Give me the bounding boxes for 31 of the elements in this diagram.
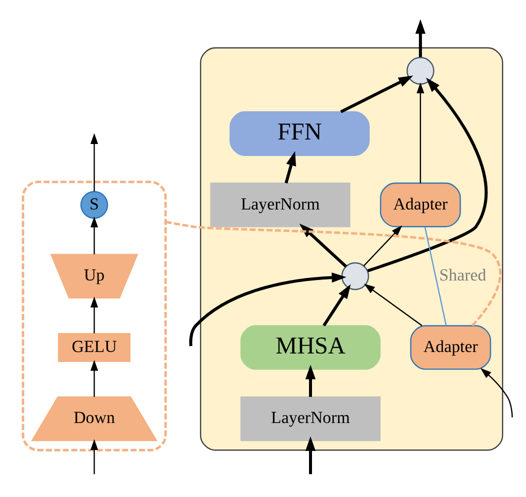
connector (165, 220, 502, 326)
arrow (90, 438, 98, 474)
edge-label: Shared (439, 265, 486, 284)
arrow (90, 132, 98, 191)
arrow (415, 18, 426, 57)
arrow (305, 364, 316, 396)
arrow (340, 75, 414, 113)
node-box: LayerNorm (210, 182, 350, 227)
node-box: LayerNorm (240, 396, 381, 441)
arrow (90, 359, 98, 396)
node-circle (341, 262, 370, 290)
node-box: FFN (230, 110, 370, 156)
arrow (299, 223, 348, 268)
node-box: Adapter (380, 182, 461, 227)
node-circle: S (80, 190, 108, 218)
arrow (364, 283, 422, 326)
arrow (322, 284, 351, 326)
arrow (416, 82, 424, 183)
arrow (189, 272, 346, 346)
arrow (480, 368, 513, 417)
node-box: MHSA (240, 324, 381, 370)
arrow (305, 436, 316, 474)
arrow (90, 296, 98, 333)
arrow (90, 216, 98, 254)
node-box: Adapter (410, 324, 492, 370)
arrow (284, 150, 296, 183)
connector (424, 226, 447, 326)
arrow (363, 224, 402, 266)
node-circle (406, 56, 434, 84)
node-box: GELU (58, 332, 130, 362)
arrow (367, 77, 488, 272)
